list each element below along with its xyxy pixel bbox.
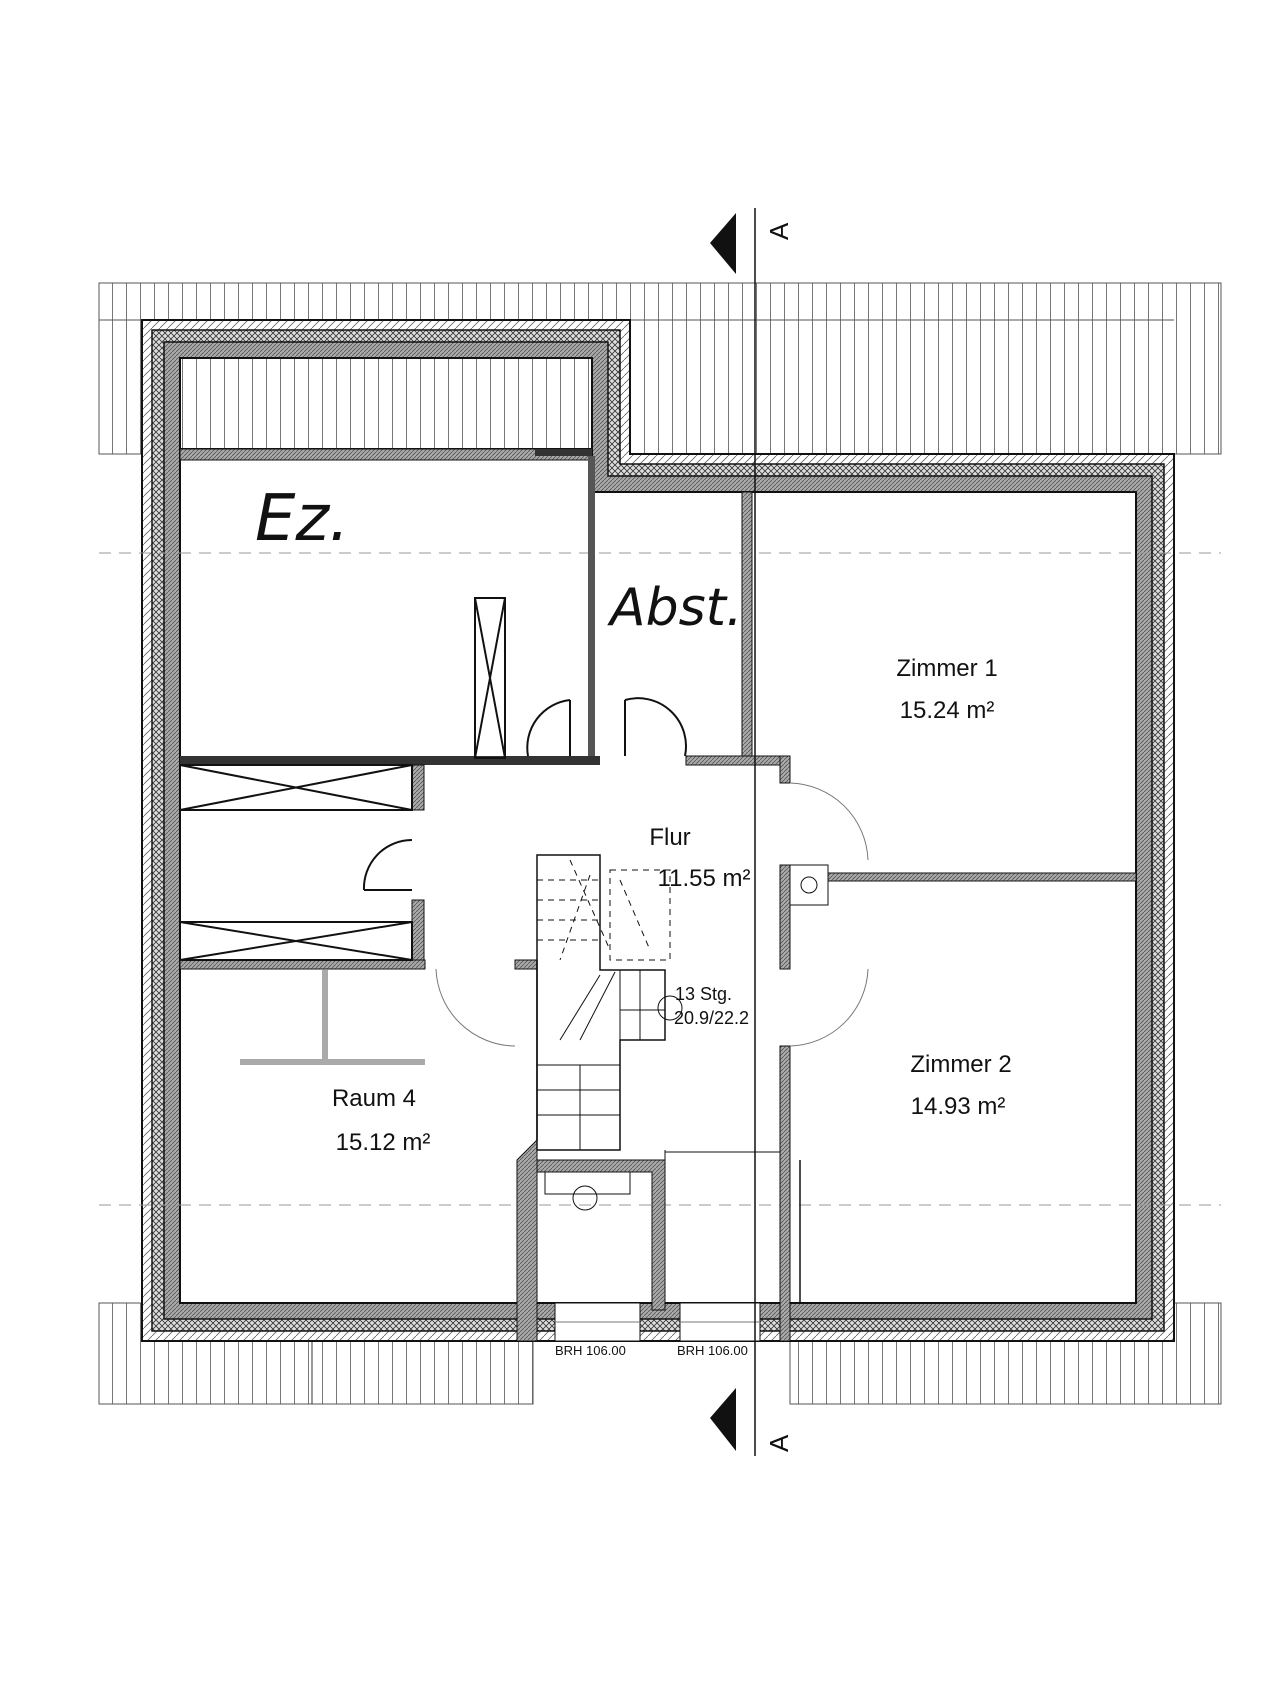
window-sill-height-2: BRH 106.00 [677,1343,748,1358]
roof-void [179,357,593,450]
section-arrow-bottom-icon [710,1388,736,1451]
door-abst [624,697,687,757]
room-name-flur: Flur [649,824,690,851]
door-zimmer2 [789,968,869,1047]
room-area-zimmer2: 14.93 m² [911,1093,1006,1120]
room-label-abst: Abst. [607,578,743,638]
room-name-zimmer2: Zimmer 2 [910,1051,1011,1078]
exterior-walls [141,319,1175,1342]
doors[interactable] [362,697,869,1047]
staircase [536,854,683,1151]
window-sill-height-1: BRH 106.00 [555,1343,626,1358]
stairs-steps: 13 Stg. [675,984,732,1004]
chimney-icon [800,876,818,894]
door-closet [362,838,413,891]
room-name-zimmer1: Zimmer 1 [896,655,997,682]
room-area-zimmer1: 15.24 m² [900,697,995,724]
section-line-a: A A [710,208,794,1456]
door-raum4 [435,968,516,1047]
stairs-ratio: 20.9/22.2 [674,1008,749,1028]
door-ez [526,699,571,757]
room-area-flur: 11.55 m² [658,865,751,892]
room-area-raum4: 15.12 m² [336,1129,431,1156]
section-label-bottom: A [764,1434,794,1452]
drain-icon [572,1185,598,1211]
storage-units [179,597,506,1065]
section-label-top: A [764,222,794,240]
door-zimmer1 [789,782,869,861]
room-name-raum4: Raum 4 [332,1085,416,1112]
room-labels: Ez. Abst. Zimmer 1 15.24 m² Flur 11.55 m… [255,482,1012,1358]
room-label-ez: Ez. [255,482,349,556]
section-arrow-top-icon [710,213,736,274]
